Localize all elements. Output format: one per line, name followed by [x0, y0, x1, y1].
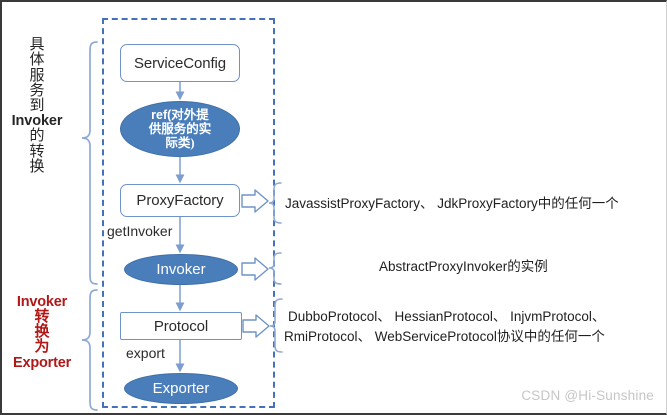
node-label: Protocol [153, 317, 209, 335]
node-label: ProxyFactory [136, 192, 224, 209]
node-invoker[interactable]: Invoker [124, 254, 238, 285]
node-label-line: 际类) [165, 136, 195, 150]
watermark: CSDN @Hi-Sunshine [521, 388, 654, 403]
brace-service-to-invoker [81, 41, 98, 285]
description-line: RmiProtocol、 WebServiceProtocol协议中的任何一个 [284, 328, 605, 344]
edge-label-get-invoker: getInvoker [107, 223, 172, 239]
edge-label-text: export [126, 345, 165, 361]
label-char: Exporter [12, 354, 72, 371]
description-line: JavassistProxyFactory、 JdkProxyFactory中的… [285, 196, 619, 211]
label-char: 的 [29, 128, 45, 145]
node-ref[interactable]: ref(对外提 供服务的实 际类) [120, 101, 240, 157]
node-label: Exporter [152, 379, 210, 397]
label-char: 体 [29, 52, 45, 69]
label-char: 换 [29, 158, 45, 175]
label-char: 为 [34, 339, 50, 356]
description-protocol-impls: DubboProtocol、 HessianProtocol、 InjvmPro… [284, 307, 606, 346]
label-invoker-to-exporter: Invoker 转 换 为 Exporter [12, 295, 72, 370]
node-label-line: ref(对外提 [151, 108, 209, 122]
description-proxy-factory-impls: JavassistProxyFactory、 JdkProxyFactory中的… [285, 194, 619, 214]
label-char: 具 [29, 37, 45, 53]
description-line: AbstractProxyInvoker的实例 [379, 259, 548, 274]
node-exporter[interactable]: Exporter [124, 373, 238, 404]
label-char: 服 [29, 67, 45, 84]
brace-invoker-to-exporter [81, 289, 98, 411]
label-char: Invoker [16, 294, 68, 310]
label-char: 务 [29, 82, 45, 99]
label-service-to-invoker: 具 体 服 务 到 Invoker 的 转 换 [12, 37, 63, 175]
label-char: 到 [29, 98, 45, 115]
node-label: Invoker [156, 260, 206, 278]
description-invoker-impls: AbstractProxyInvoker的实例 [379, 257, 548, 277]
label-char: 换 [34, 324, 50, 341]
node-label: ref(对外提 供服务的实 际类) [149, 108, 212, 150]
node-proxy-factory[interactable]: ProxyFactory [120, 184, 240, 217]
node-service-config[interactable]: ServiceConfig [120, 44, 240, 82]
label-char: 转 [29, 143, 45, 160]
node-label-line: 供服务的实 [148, 122, 212, 136]
edge-label-text: getInvoker [107, 223, 173, 239]
label-char: Invoker [11, 113, 63, 130]
node-label: ServiceConfig [133, 54, 227, 72]
edge-label-export: export [126, 345, 165, 361]
label-char: 转 [34, 308, 50, 325]
description-line: DubboProtocol、 HessianProtocol、 InjvmPro… [288, 309, 606, 324]
node-protocol[interactable]: Protocol [120, 312, 242, 340]
